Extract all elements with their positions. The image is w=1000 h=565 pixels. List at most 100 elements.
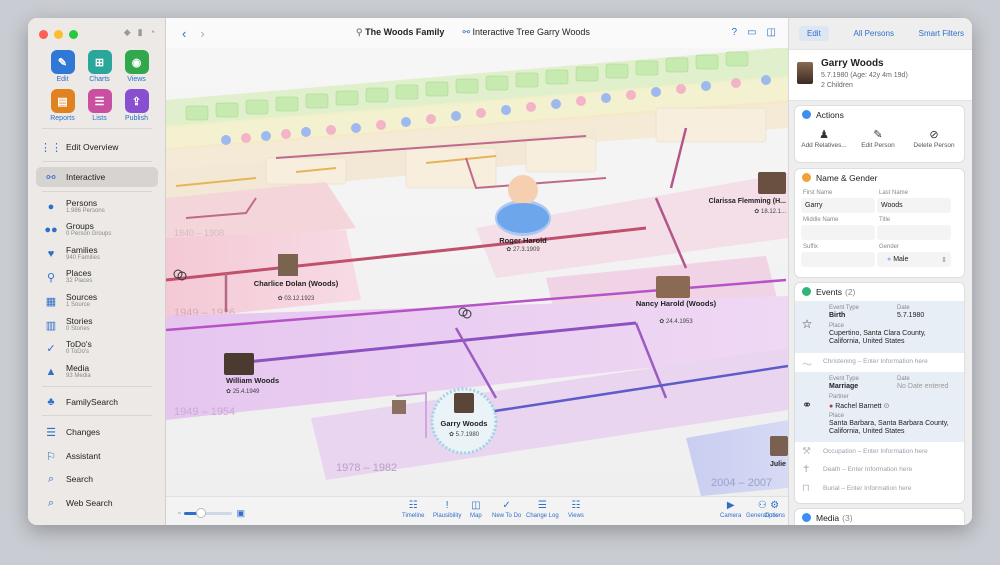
delete-person-button[interactable]: ⊘ Delete Person	[905, 128, 963, 149]
tab-edit[interactable]: Edit	[799, 25, 829, 41]
middle-name-field[interactable]	[801, 225, 875, 240]
tile-reports[interactable]: ▤ Reports	[44, 89, 81, 122]
zoom-knob[interactable]	[196, 508, 207, 518]
timeline-button[interactable]: ☷ Timeline	[402, 500, 424, 519]
sidebar-item-label: Edit Overview	[66, 141, 119, 152]
generations-button[interactable]: ⚇ Generations	[746, 500, 779, 519]
person-node-garry-woods[interactable]	[430, 387, 498, 455]
gender-value: Male	[893, 256, 909, 263]
media-icon	[802, 513, 811, 522]
title-field[interactable]	[877, 225, 951, 240]
tag-icon[interactable]: ◆	[123, 27, 131, 37]
zoom-window-button[interactable]	[69, 30, 78, 39]
photo-julie[interactable]	[770, 436, 788, 456]
sidebar-item-changes[interactable]: ☰ Changes	[36, 422, 158, 442]
sidebar-item-search[interactable]: ⌕ Search	[36, 469, 158, 489]
family-line	[395, 391, 427, 438]
help-button[interactable]: ?	[731, 27, 738, 38]
tile-views[interactable]: ◉ Views	[118, 50, 155, 83]
tile-publish[interactable]: ⇪ Publish	[118, 89, 155, 122]
sidebar-item-label: Families	[66, 245, 98, 255]
zoom-slider[interactable]: ▫ ▣	[178, 508, 245, 519]
event-marriage[interactable]: ⚭ Event Type Date Marriage No Date enter…	[795, 372, 964, 442]
views-button[interactable]: ☷ Views	[568, 500, 584, 519]
sidebar-item-count: 1 Source	[66, 302, 91, 308]
sidebar-item-edit-overview[interactable]: ⋮⋮ Edit Overview	[36, 137, 158, 157]
options-button[interactable]: ⚙ Options	[764, 500, 785, 519]
event-death-empty[interactable]: ✝ Death – Enter Information here	[795, 461, 964, 479]
photo-william[interactable]	[224, 353, 254, 375]
tile-label: Views	[127, 76, 146, 83]
interactive-tree-canvas[interactable]: 1840 – 1908 1949 – 1926 1949 – 1954 1978…	[166, 48, 788, 496]
event-christening-empty[interactable]: 〜 Christening – Enter Information here	[795, 353, 964, 371]
group-icon: ●●	[44, 224, 58, 236]
forward-button[interactable]: ›	[200, 26, 205, 41]
person-circle-icon	[802, 173, 811, 182]
camera-button[interactable]: ▶ Camera	[720, 500, 741, 519]
photo-nancy[interactable]	[656, 276, 690, 298]
card-title: Name & Gender	[816, 172, 878, 183]
sidebar-item-assistant[interactable]: ⚐ Assistant	[36, 446, 158, 466]
zoom-track[interactable]	[184, 508, 233, 518]
event-burial-empty[interactable]: ⊓ Burial – Enter Information here	[795, 480, 964, 498]
tile-lists[interactable]: ☰ Lists	[81, 89, 118, 122]
person-date: ✿ 18.12.1...	[754, 208, 786, 215]
sidebar-item-label: Interactive	[66, 171, 106, 182]
person-name: Clarissa Flemming (H...	[709, 198, 786, 205]
partner-row[interactable]: ● Rachel Barnett ⊙	[829, 402, 889, 410]
add-relatives-button[interactable]: ♟ Add Relatives...	[799, 128, 849, 149]
pin-icon: ⚲	[46, 271, 56, 284]
close-window-button[interactable]	[39, 30, 48, 39]
sidebar-item-interactive[interactable]: ⚯ Interactive	[36, 167, 158, 187]
sidebar-item-label: Sources	[66, 292, 98, 302]
sidebar-item-familysearch[interactable]: ♣ FamilySearch	[36, 392, 158, 412]
media-count: (3)	[842, 512, 853, 523]
tab-smart-filters[interactable]: Smart Filters	[918, 28, 964, 38]
window-title-text: The Woods Family	[365, 27, 445, 37]
plausibility-button[interactable]: ! Plausibility	[433, 500, 461, 519]
action-label: Edit Person	[861, 142, 895, 149]
photo-clarissa[interactable]	[758, 172, 786, 194]
new-todo-button[interactable]: ✓ New To Do	[492, 500, 521, 519]
person-photo[interactable]	[797, 62, 813, 84]
suffix-field[interactable]	[801, 252, 875, 267]
back-button[interactable]: ‹	[182, 26, 187, 41]
sidebar-item-web-search[interactable]: ⌕ Web Search	[36, 493, 158, 513]
toggle-inspector-button[interactable]: ◫	[766, 27, 776, 38]
field-label: Gender	[879, 244, 900, 250]
tile-charts[interactable]: ⊞ Charts	[81, 50, 118, 83]
change-log-button[interactable]: ☰ Change Log	[526, 500, 559, 519]
history-icon[interactable]: ◔	[149, 27, 155, 37]
minimize-window-button[interactable]	[54, 30, 63, 39]
sidebar-item-count: 0 Stories	[66, 326, 90, 332]
event-type: Birth	[829, 312, 846, 319]
tile-edit[interactable]: ✎ Edit	[44, 50, 81, 83]
map-button[interactable]: ◫ Map	[470, 500, 482, 519]
last-name-field[interactable]: Woods	[877, 198, 951, 213]
gender-select[interactable]: ● Male⇕	[877, 252, 951, 267]
marriage-rings-icon[interactable]	[458, 307, 472, 319]
tab-all-persons[interactable]: All Persons	[853, 28, 894, 38]
sidebar-item-label: Groups	[66, 221, 94, 231]
event-occupation-empty[interactable]: ⚒ Occupation – Enter Information here	[795, 443, 964, 461]
photo-small[interactable]	[392, 400, 406, 414]
event-birth[interactable]: ☆ Event Type Date Birth 5.7.1980 Place C…	[795, 301, 964, 353]
person-name: William Woods	[226, 376, 279, 385]
marriage-rings-icon[interactable]	[173, 269, 187, 281]
tree-graphic[interactable]: 1840 – 1908 1949 – 1926 1949 – 1954 1978…	[166, 48, 788, 496]
window-layout-button[interactable]: ▭	[747, 27, 757, 38]
photo-charlice[interactable]	[278, 254, 298, 276]
edit-person-button[interactable]: ✎ Edit Person	[853, 128, 903, 149]
go-arrow-icon: ⊙	[883, 403, 890, 410]
person-node-roger-harold[interactable]	[495, 175, 551, 236]
bookmark-icon[interactable]: ▮	[137, 27, 143, 37]
first-name-field[interactable]: Garry	[801, 198, 875, 213]
